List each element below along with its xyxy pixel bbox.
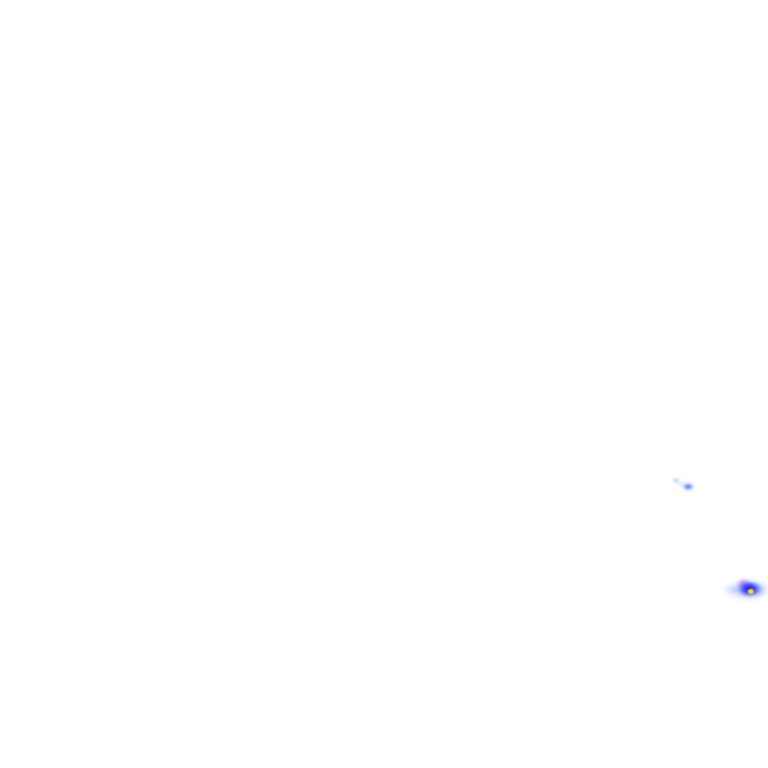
- primary-source-tail-right: [752, 586, 768, 598]
- secondary-source-bridge: [676, 480, 688, 488]
- primary-source-mid-halo: [730, 576, 768, 601]
- primary-source-violet-edge: [736, 578, 752, 590]
- primary-source-tail-left: [716, 584, 738, 596]
- primary-source-peak-core: [747, 588, 755, 595]
- primary-source-outer-halo: [714, 568, 768, 608]
- secondary-source-faint-speck: [670, 476, 682, 485]
- secondary-source-bright-speck: [680, 481, 696, 492]
- primary-source-deep-core: [738, 580, 760, 596]
